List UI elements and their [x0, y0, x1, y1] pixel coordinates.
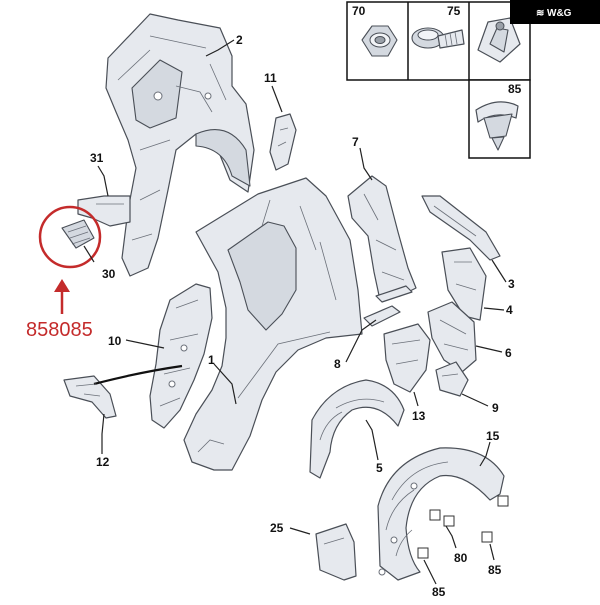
part-12-bracket: [63, 364, 183, 419]
fastener-box-70: 70: [352, 4, 398, 57]
part-6-panel: [427, 301, 477, 373]
fastener-box-85: 85: [475, 82, 522, 151]
callout-25: 25: [270, 521, 284, 535]
fastener-label-70: 70: [352, 4, 366, 18]
leader-lines: [83, 39, 507, 585]
part-5-wheel-arch: [309, 379, 405, 479]
part-4-bracket: [441, 247, 487, 321]
part-8-strip: [363, 285, 413, 327]
callout-6: 6: [505, 346, 512, 360]
callout-30: 30: [102, 267, 116, 281]
part-2-inner-panel: [105, 13, 255, 277]
callout-11: 11: [264, 71, 277, 85]
fastener-table: 70 75 85: [346, 1, 531, 159]
rivet-clip-icon: [475, 101, 519, 151]
callout-15: 15: [486, 429, 500, 443]
svg-text:W&G: W&G: [547, 8, 572, 19]
fastener-label-75: 75: [447, 4, 461, 18]
svg-text:≋: ≋: [536, 8, 544, 19]
fastener-box-clip: [477, 17, 521, 63]
callout-31: 31: [90, 151, 104, 165]
hex-nut-icon: [361, 25, 398, 57]
callout-2: 2: [236, 33, 243, 47]
part-3-strip: [421, 195, 501, 261]
part-7-pillar-trim: [347, 175, 417, 301]
part-30-clip-highlighted: [61, 219, 95, 249]
fastener-label-85: 85: [508, 82, 522, 96]
part-10-reinforcement: [149, 283, 213, 429]
highlight-arrow: [54, 279, 70, 314]
fastener-markers: [417, 495, 509, 559]
screw-bolt-icon: [411, 27, 465, 49]
part-1-quarter-panel: [183, 177, 363, 471]
part-25-mud-flap: [315, 523, 357, 581]
callout-3: 3: [508, 277, 515, 291]
part-9-bracket: [435, 361, 469, 397]
part-15-wheel-liner: [377, 447, 505, 581]
part-31-bracket: [77, 195, 131, 227]
callout-80: 80: [454, 551, 468, 565]
highlight-part-number: 858085: [26, 319, 93, 341]
callout-9: 9: [492, 401, 499, 415]
callout-85-lower: 85: [432, 585, 446, 599]
fastener-box-75: 75: [411, 4, 465, 49]
brand-logo: ≋ W&G: [510, 0, 600, 24]
callout-8: 8: [334, 357, 341, 371]
callout-5: 5: [376, 461, 383, 475]
highlight-circle: [38, 205, 102, 269]
callout-85-right: 85: [488, 563, 502, 577]
callout-13: 13: [412, 409, 426, 423]
part-13-inner-panel: [383, 323, 431, 393]
callout-4: 4: [506, 303, 513, 317]
callout-10: 10: [108, 334, 122, 348]
push-clip-icon: [477, 17, 521, 63]
callout-labels: 2 11 31 30 7 3 4 6 9 8 13 10 1 12 5 15 2…: [90, 33, 515, 599]
callout-1: 1: [208, 353, 215, 367]
callout-12: 12: [96, 455, 110, 469]
callout-7: 7: [352, 135, 359, 149]
part-11-bracket: [269, 113, 297, 171]
